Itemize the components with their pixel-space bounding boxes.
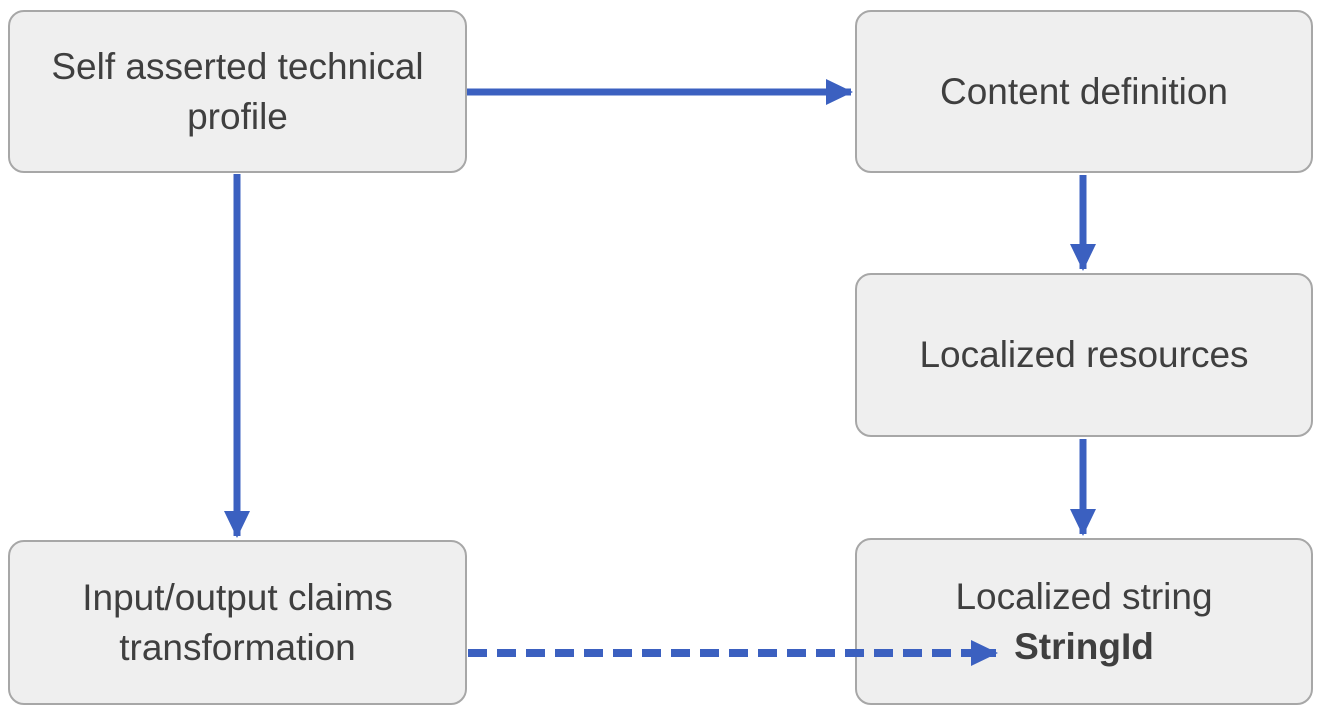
node-label: Localized resources [919,334,1249,376]
node-self-asserted-technical-profile: Self asserted technical profile [8,10,467,173]
node-localized-string: Localized string StringId [855,538,1313,705]
node-label: Self asserted technical profile [51,46,424,137]
node-label: Content definition [940,70,1228,112]
node-content-definition: Content definition [855,10,1313,173]
node-label: Input/output claims transformation [82,577,393,668]
node-label: Localized string [955,576,1213,618]
node-sublabel-stringid: StringId [1014,625,1154,667]
node-localized-resources: Localized resources [855,273,1313,437]
node-input-output-claims-transformation: Input/output claims transformation [8,540,467,705]
